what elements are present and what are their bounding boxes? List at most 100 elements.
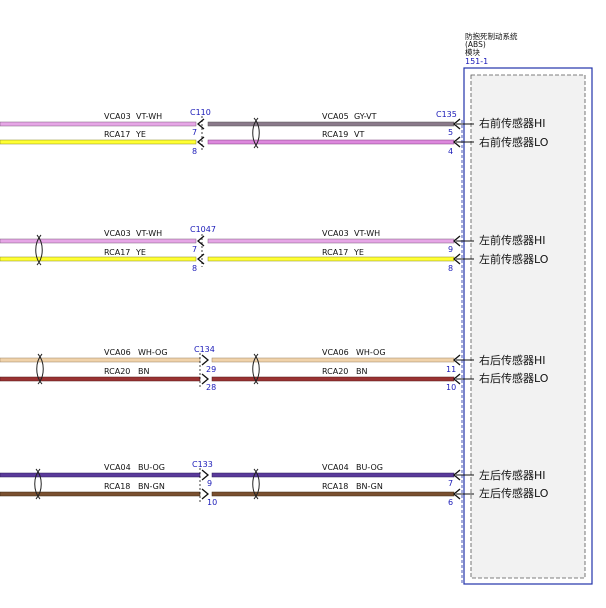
- wire-group-4: C133 VCA04 BU-OG VCA04 BU-OG 9 7 左后传感器HI…: [0, 460, 549, 507]
- wire-lo-right-circuit: RCA19: [322, 130, 348, 139]
- wire-group-1: C110 C135 VCA03 VT-WH VCA05 GY-VT 7 5 右前…: [0, 108, 549, 156]
- wire-hi-right-trace: [207, 121, 455, 127]
- wire-lo-left-color: YE: [135, 130, 146, 139]
- connector-arrow-a: [196, 235, 205, 265]
- wire-lo-right-trace: [207, 139, 455, 145]
- module-inner-box: [470, 74, 586, 579]
- twist-marker: [252, 117, 260, 149]
- connector-label-a: C134: [194, 345, 215, 354]
- wire-lo-left-color: BN: [138, 367, 149, 376]
- connector-label-a: C1047: [190, 225, 216, 234]
- module-name-line-1: 防抱死制动系统: [465, 31, 518, 41]
- module-id: 151-1: [465, 57, 488, 66]
- wire-hi-right-trace: [207, 238, 455, 244]
- twist-marker: [35, 234, 43, 266]
- module-arrow: [452, 118, 461, 148]
- module-arrow: [452, 469, 461, 500]
- wire-lo-left-color: BN-GN: [138, 482, 165, 491]
- wire-hi-function: 左前传感器HI: [479, 233, 546, 247]
- wire-hi-left-trace: [0, 472, 201, 478]
- wire-lo-function: 左前传感器LO: [479, 252, 549, 266]
- wire-group-2: C1047 VCA03 VT-WH VCA03 VT-WH 7 9 左前传感器H…: [0, 225, 549, 273]
- wire-hi-left-color: WH-OG: [138, 348, 168, 357]
- wire-hi-right-circuit: VCA05: [322, 112, 349, 121]
- wire-hi-right-color: GY-VT: [354, 112, 377, 121]
- wire-hi-left-color: VT-WH: [136, 229, 162, 238]
- wire-lo-left-circuit: RCA17: [104, 248, 130, 257]
- wire-lo-right-color: YE: [353, 248, 364, 257]
- wire-lo-left-color: YE: [135, 248, 146, 257]
- wire-hi-pin-a: 7: [192, 128, 197, 137]
- wire-lo-right-trace: [207, 256, 455, 262]
- wire-hi-left-circuit: VCA03: [104, 229, 131, 238]
- wire-lo-right-circuit: RCA20: [322, 367, 348, 376]
- wire-hi-right-circuit: VCA04: [322, 463, 349, 472]
- wire-hi-right-trace: [211, 472, 455, 478]
- wire-hi-left-trace: [0, 238, 197, 244]
- connector-arrow-a: [201, 354, 210, 385]
- wire-hi-function: 左后传感器HI: [479, 469, 546, 482]
- module-name-line-3: 模块: [465, 47, 480, 57]
- wire-hi-pin-b: 5: [448, 128, 453, 137]
- wire-group-3: C134 VCA06 WH-OG VCA06 WH-OG 29 11 右后传感器…: [0, 345, 549, 392]
- wire-lo-pin-b: 4: [448, 147, 453, 156]
- wire-lo-right-color: VT: [354, 130, 364, 139]
- wire-hi-left-trace: [0, 357, 201, 363]
- module-name-line-2: (ABS): [465, 40, 486, 49]
- connector-label-a: C110: [190, 108, 211, 117]
- wire-lo-left-circuit: RCA17: [104, 130, 130, 139]
- wire-lo-pin-b: 10: [446, 383, 456, 392]
- connector-arrow-a: [201, 469, 210, 500]
- wire-hi-right-circuit: VCA06: [322, 348, 349, 357]
- wire-hi-left-color: BU-OG: [138, 463, 165, 472]
- wire-lo-right-circuit: RCA17: [322, 248, 348, 257]
- wire-hi-function: 右前传感器HI: [479, 116, 546, 130]
- wire-lo-right-trace: [211, 376, 455, 382]
- wire-lo-pin-a: 10: [207, 498, 217, 507]
- wire-hi-left-circuit: VCA03: [104, 112, 131, 121]
- wire-lo-function: 左后传感器LO: [479, 487, 549, 500]
- wire-lo-pin-a: 8: [192, 147, 197, 156]
- wire-hi-pin-a: 7: [192, 245, 197, 254]
- wire-hi-pin-a: 9: [207, 479, 212, 488]
- wire-lo-left-trace: [0, 491, 201, 497]
- wire-lo-left-trace: [0, 256, 197, 262]
- wire-lo-left-trace: [0, 376, 201, 382]
- wire-hi-pin-b: 9: [448, 245, 453, 254]
- wire-lo-function: 右前传感器LO: [479, 135, 549, 149]
- wire-lo-right-circuit: RCA18: [322, 482, 348, 491]
- wire-hi-left-circuit: VCA04: [104, 463, 131, 472]
- wire-lo-right-trace: [211, 491, 455, 497]
- wire-lo-right-color: BN: [356, 367, 367, 376]
- wire-hi-right-color: BU-OG: [356, 463, 383, 472]
- wire-hi-left-trace: [0, 121, 197, 127]
- wire-hi-left-color: VT-WH: [136, 112, 162, 121]
- module-arrow: [452, 235, 461, 265]
- connector-label-a: C133: [192, 460, 213, 469]
- connector-label-b: C135: [436, 110, 457, 119]
- wire-lo-pin-a: 8: [192, 264, 197, 273]
- module-outer-border: [463, 67, 593, 585]
- wire-hi-function: 右后传感器HI: [479, 353, 546, 367]
- wire-hi-left-circuit: VCA06: [104, 348, 131, 357]
- twist-marker: [252, 353, 260, 385]
- twist-marker: [34, 468, 42, 500]
- wire-lo-left-circuit: RCA18: [104, 482, 130, 491]
- wire-hi-right-color: WH-OG: [356, 348, 386, 357]
- wire-hi-right-circuit: VCA03: [322, 229, 349, 238]
- connector-arrow-a: [196, 118, 205, 148]
- wire-hi-pin-b: 11: [446, 365, 456, 374]
- wire-hi-pin-a: 29: [206, 365, 216, 374]
- wire-lo-left-circuit: RCA20: [104, 367, 130, 376]
- wire-hi-right-trace: [211, 357, 455, 363]
- wire-lo-right-color: BN-GN: [356, 482, 383, 491]
- twist-marker: [252, 468, 260, 500]
- abs-module[interactable]: 防抱死制动系统 (ABS) 模块 151-1: [461, 31, 593, 585]
- module-arrow: [452, 354, 461, 385]
- wire-lo-pin-a: 28: [206, 383, 216, 392]
- wire-lo-pin-b: 6: [448, 498, 453, 507]
- wire-lo-function: 右后传感器LO: [479, 371, 549, 385]
- wire-lo-left-trace: [0, 139, 197, 145]
- wire-hi-right-color: VT-WH: [354, 229, 380, 238]
